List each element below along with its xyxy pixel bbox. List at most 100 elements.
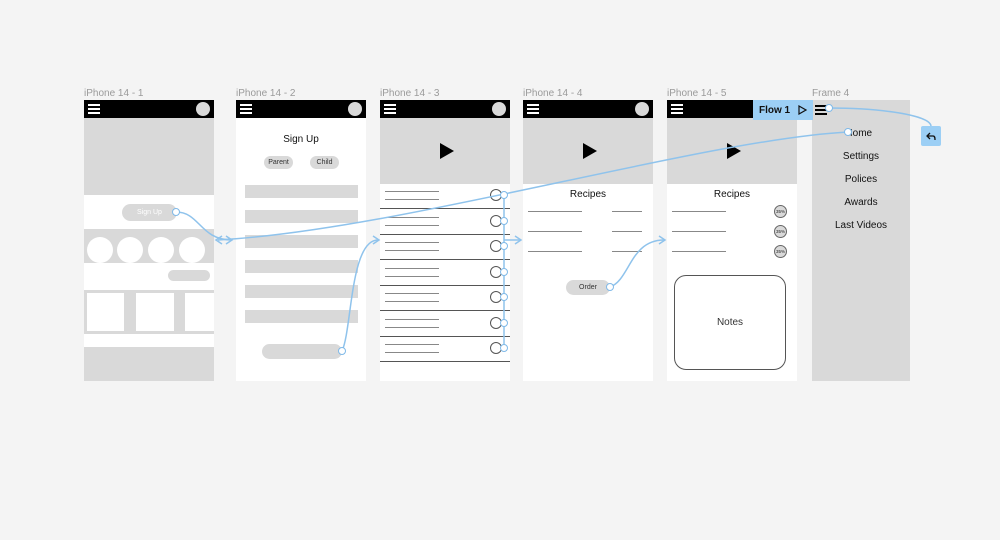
hamburger-icon[interactable]: [527, 103, 539, 114]
frame-label-1[interactable]: iPhone 14 - 1: [84, 88, 144, 99]
connector-handle[interactable]: [606, 283, 614, 291]
category-circle[interactable]: [179, 237, 205, 263]
connector-handle[interactable]: [500, 216, 508, 225]
arrow-icon: [214, 235, 223, 245]
frame-label-2[interactable]: iPhone 14 - 2: [236, 88, 296, 99]
connector-handle[interactable]: [500, 293, 508, 301]
list-item[interactable]: [380, 184, 510, 209]
list-item[interactable]: [380, 312, 510, 337]
child-toggle[interactable]: Child: [310, 156, 339, 169]
hamburger-icon[interactable]: [671, 103, 683, 114]
hero-placeholder: [84, 118, 214, 195]
play-icon[interactable]: [727, 143, 741, 159]
play-icon[interactable]: [440, 143, 454, 159]
video-placeholder[interactable]: [667, 118, 797, 184]
form-field[interactable]: [245, 285, 358, 298]
avatar[interactable]: [348, 102, 362, 116]
text-line: [385, 293, 439, 294]
form-field[interactable]: [245, 260, 358, 273]
card[interactable]: [136, 293, 174, 331]
submit-button[interactable]: [262, 344, 342, 359]
text-line: [385, 301, 439, 302]
menu-item-last-videos[interactable]: Last Videos: [834, 220, 888, 231]
connector-handle[interactable]: [500, 318, 508, 327]
menu-item-awards[interactable]: Awards: [844, 197, 878, 208]
percent-badge: 35%: [774, 225, 787, 238]
avatar[interactable]: [196, 102, 210, 116]
form-field[interactable]: [245, 235, 358, 248]
arrow-icon: [225, 235, 234, 245]
small-pill-button[interactable]: [168, 270, 210, 281]
connector-handle[interactable]: [500, 344, 508, 352]
frame-iphone-3[interactable]: [380, 100, 510, 381]
recipe-line: [672, 231, 726, 232]
card[interactable]: [87, 293, 124, 331]
avatar[interactable]: [492, 102, 506, 116]
connector-handle[interactable]: [825, 104, 833, 112]
play-outline-icon[interactable]: [798, 105, 808, 115]
connector-handle[interactable]: [844, 128, 852, 136]
list-item[interactable]: [380, 286, 510, 311]
top-bar: [523, 100, 653, 118]
list-item[interactable]: [380, 235, 510, 260]
connector-handle[interactable]: [338, 347, 346, 355]
connector-handle[interactable]: [500, 242, 508, 250]
category-circle[interactable]: [87, 237, 113, 263]
frame-label-4[interactable]: iPhone 14 - 4: [523, 88, 583, 99]
list-item[interactable]: [380, 261, 510, 286]
connector-handle[interactable]: [500, 191, 508, 199]
menu-item-home[interactable]: Iome: [849, 128, 873, 139]
notes-box[interactable]: Notes: [674, 275, 786, 370]
list-item[interactable]: [380, 210, 510, 235]
frame-label-5[interactable]: iPhone 14 - 5: [667, 88, 727, 99]
connector-handle[interactable]: [500, 267, 508, 276]
text-line: [385, 275, 439, 277]
text-line: [385, 199, 439, 200]
recipe-line: [612, 231, 642, 232]
category-circle[interactable]: [117, 237, 143, 263]
frame-menu[interactable]: Iome Settings Polices Awards Last Videos: [812, 100, 910, 381]
connector-handle[interactable]: [172, 208, 180, 216]
menu-item-settings[interactable]: Settings: [842, 151, 880, 162]
text-line: [385, 344, 439, 345]
recipe-line: [672, 211, 726, 212]
top-bar: [84, 100, 214, 118]
form-field[interactable]: [245, 185, 358, 198]
signup-button[interactable]: Sign Up: [122, 204, 177, 221]
card[interactable]: [185, 293, 214, 331]
text-line: [385, 216, 439, 218]
hamburger-icon[interactable]: [384, 103, 396, 114]
frame-iphone-2[interactable]: Sign Up Parent Child: [236, 100, 366, 381]
avatar[interactable]: [635, 102, 649, 116]
top-bar: [380, 100, 510, 118]
category-circle[interactable]: [148, 237, 174, 263]
hamburger-icon[interactable]: [240, 103, 252, 114]
frame-label-3[interactable]: iPhone 14 - 3: [380, 88, 440, 99]
recipe-line: [612, 251, 642, 252]
text-line: [385, 318, 439, 320]
flow-start-badge[interactable]: Flow 1: [753, 100, 813, 120]
parent-toggle[interactable]: Parent: [264, 156, 293, 169]
frame-label-menu[interactable]: Frame 4: [812, 88, 850, 99]
arrow-icon: [658, 235, 667, 245]
list-item[interactable]: [380, 337, 510, 362]
video-placeholder[interactable]: [380, 118, 510, 184]
row-divider: [380, 310, 510, 311]
order-button[interactable]: Order: [566, 280, 610, 295]
form-field[interactable]: [245, 310, 358, 323]
frame-iphone-5[interactable]: Recipes 35% 35% 35% Notes: [667, 100, 797, 381]
video-placeholder[interactable]: [523, 118, 653, 184]
hamburger-icon[interactable]: [815, 104, 827, 115]
play-icon[interactable]: [583, 143, 597, 159]
frame-iphone-4[interactable]: Recipes Order: [523, 100, 653, 381]
arrow-icon: [514, 235, 523, 245]
flow-label: Flow 1: [759, 104, 791, 116]
row-divider: [380, 259, 510, 260]
form-field[interactable]: [245, 210, 358, 223]
row-divider: [380, 361, 510, 362]
hamburger-icon[interactable]: [88, 103, 100, 114]
menu-item-polices[interactable]: Polices: [844, 174, 878, 185]
back-button[interactable]: [921, 126, 941, 146]
frame-iphone-1[interactable]: Sign Up: [84, 100, 214, 381]
row-divider: [380, 284, 510, 286]
